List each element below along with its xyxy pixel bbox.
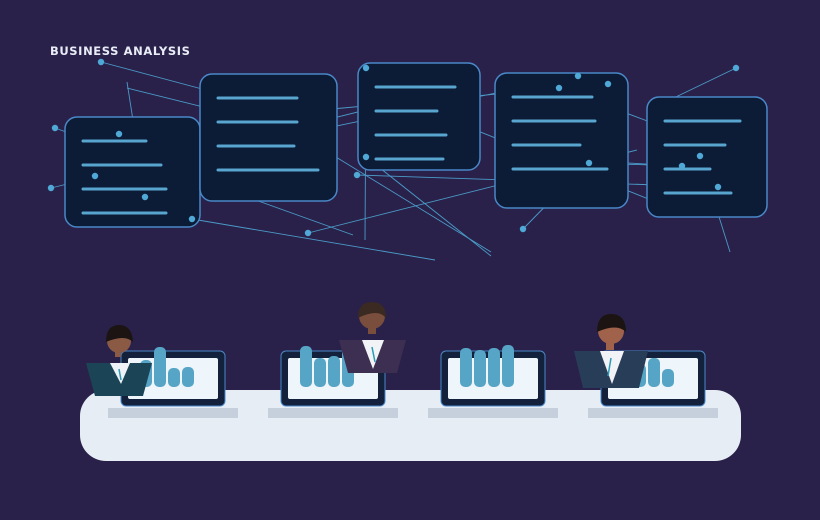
workstation-1 bbox=[86, 325, 226, 407]
page-title: BUSINESS ANALYSIS bbox=[50, 44, 191, 58]
data-panel-2 bbox=[199, 73, 338, 202]
data-panel-3 bbox=[357, 62, 481, 171]
person-icon bbox=[86, 325, 152, 396]
person-icon bbox=[574, 314, 648, 388]
connector-nodes bbox=[47, 58, 740, 237]
keyboards bbox=[108, 408, 718, 418]
desk-icon bbox=[80, 390, 741, 461]
data-panel-4 bbox=[494, 72, 629, 209]
data-panel-5 bbox=[646, 96, 768, 218]
workstation-2 bbox=[280, 302, 406, 407]
workstation-3 bbox=[440, 345, 546, 407]
workstation-4 bbox=[574, 314, 706, 407]
bar-chart-icon bbox=[460, 345, 514, 387]
person-icon bbox=[339, 302, 406, 373]
data-panel-1 bbox=[64, 116, 201, 228]
